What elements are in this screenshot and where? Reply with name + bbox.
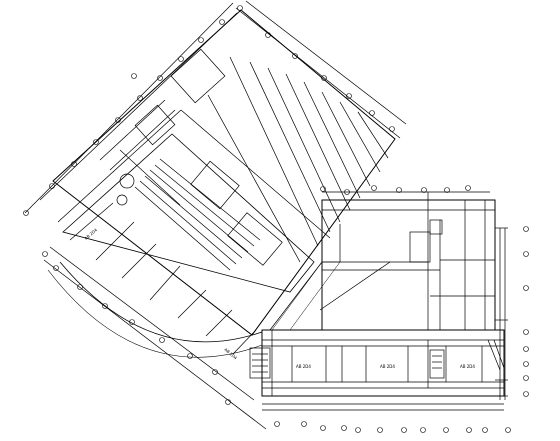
bottom-block [249, 329, 505, 411]
room-label: AB 2D4 [380, 364, 395, 369]
grid-bubbles-bottom [274, 421, 511, 433]
grid-bubbles-right-edge [523, 226, 529, 397]
grid-bubbles-right [265, 32, 395, 132]
rotated-wing [24, 0, 407, 430]
room-label: AB 2D4 [296, 364, 311, 369]
room-label: AB 2D4 [83, 227, 98, 241]
grid-bubbles-left [23, 5, 243, 216]
grid-bubbles-top-right [320, 185, 471, 195]
room-label: AB 2D4 [223, 347, 238, 361]
room-label: AB 2D4 [460, 364, 475, 369]
right-block [269, 191, 508, 400]
grid-bubbles-bottom-left [42, 251, 231, 405]
